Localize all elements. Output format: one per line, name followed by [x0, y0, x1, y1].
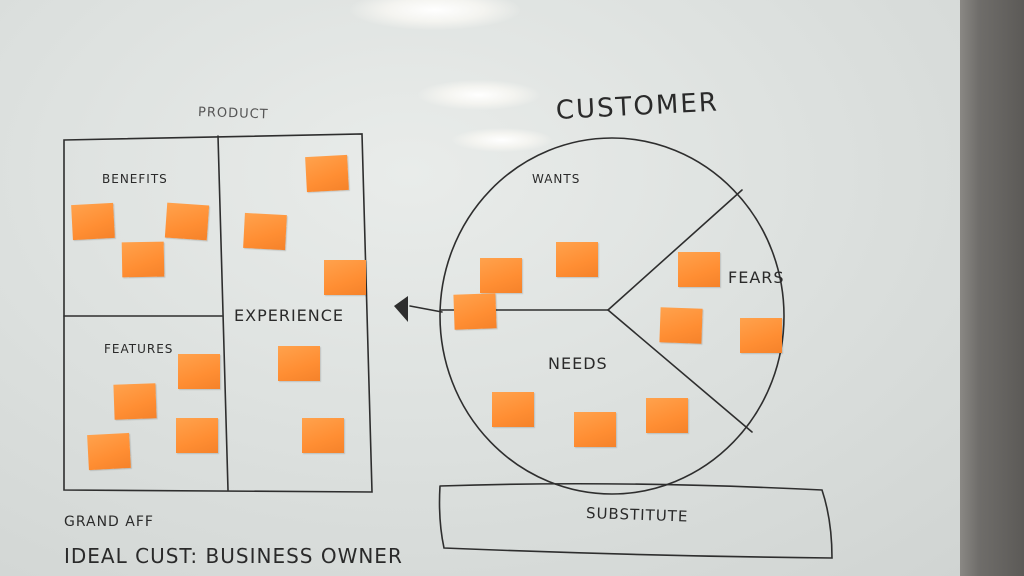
sticky-note — [324, 260, 366, 295]
sticky-note — [646, 398, 688, 433]
sticky-note — [305, 154, 349, 193]
experience-label: EXPERIENCE — [234, 306, 345, 325]
features-label: FEATURES — [104, 342, 174, 356]
sticky-note — [302, 418, 344, 453]
sticky-note — [176, 418, 218, 453]
fears-label: FEARS — [728, 268, 785, 287]
ceiling-light-reflection — [418, 80, 540, 110]
sticky-note — [453, 293, 497, 330]
sticky-note — [659, 307, 703, 344]
sticky-note — [178, 354, 220, 389]
sticky-note — [492, 392, 534, 427]
grand-aff-note: GRAND AFF — [64, 514, 154, 530]
sticky-note — [278, 346, 320, 381]
sticky-note — [164, 202, 210, 241]
needs-label: NEEDS — [548, 354, 608, 373]
sticky-note — [480, 258, 522, 293]
sticky-note — [740, 318, 782, 353]
sticky-note — [71, 202, 115, 241]
sticky-note — [678, 252, 720, 287]
arrow-head-icon — [394, 296, 408, 322]
ceiling-light-reflection — [452, 128, 552, 152]
sticky-note — [87, 432, 131, 471]
sticky-note — [243, 212, 287, 251]
benefits-label: BENEFITS — [102, 172, 168, 186]
ideal-customer-note: IDEAL CUST: BUSINESS OWNER — [64, 544, 403, 568]
sticky-note — [113, 383, 157, 420]
product-title: PRODUCT — [197, 105, 269, 123]
substitute-label: SUBSTITUTE — [585, 504, 689, 526]
sticky-note — [556, 242, 598, 277]
sticky-note — [121, 241, 165, 278]
sticky-note — [574, 412, 616, 447]
wall-edge — [960, 0, 1024, 576]
wants-label: WANTS — [532, 172, 581, 186]
